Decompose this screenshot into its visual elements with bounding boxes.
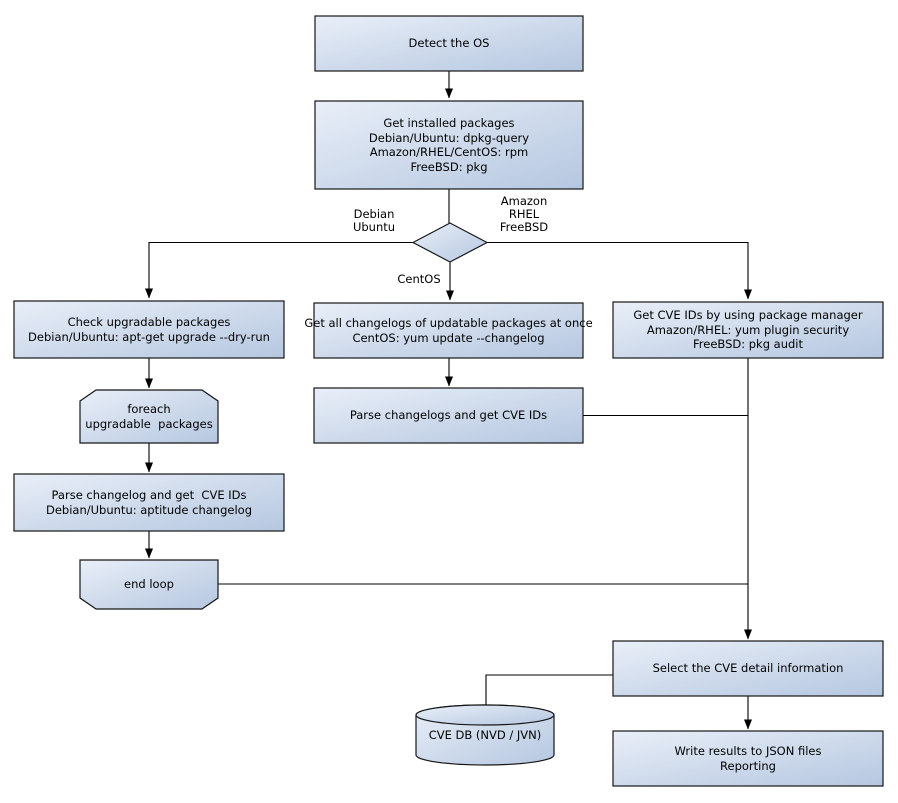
edge-label-centos: CentOS (397, 272, 441, 286)
node-check-upgradable-shape (13, 300, 285, 359)
edge-label-debian-ubuntu: Debian Ubuntu (352, 207, 396, 234)
node-parse-changelog-label: Parse changelog and get CVE IDs Debian/U… (46, 488, 252, 517)
node-end-loop-shape (79, 559, 219, 610)
node-foreach-loop-label: foreach upgradable packages (85, 402, 213, 431)
node-foreach-loop-shape (79, 389, 219, 444)
edge-cvedb-to-select (485, 674, 613, 705)
node-end-loop-label: end loop (124, 577, 174, 592)
node-parse-changelogs-label: Parse changelogs and get CVE IDs (349, 408, 548, 423)
node-write-results-label: Write results to JSON files Reporting (674, 744, 822, 773)
node-write-results-shape (612, 730, 884, 787)
node-cve-db-cylinder-top (415, 704, 555, 726)
node-get-installed-shape (314, 100, 584, 190)
node-select-cve-label: Select the CVE detail information (652, 661, 844, 676)
node-check-upgradable-label: Check upgradable packages Debian/Ubuntu:… (28, 315, 270, 344)
node-detect-os-shape (314, 15, 584, 72)
node-parse-changelogs-shape (313, 387, 584, 444)
node-get-all-changelogs-label: Get all changelogs of updatable packages… (304, 316, 593, 345)
node-cve-db-label: CVE DB (NVD / JVN) (428, 727, 542, 742)
node-get-cve-ids-shape (612, 301, 884, 359)
node-os-decision-diamond (411, 222, 489, 263)
edge-decision-to-get-cve-ids (487, 241, 752, 300)
edge-decision-to-check-upgradable (145, 241, 413, 299)
node-select-cve-shape (612, 640, 884, 697)
edge-label-amazon-rhel-freebsd: Amazon RHEL FreeBSD (499, 194, 549, 234)
node-detect-os-label: Detect the OS (408, 36, 490, 51)
node-get-installed-label: Get installed packages Debian/Ubuntu: dp… (368, 116, 530, 174)
node-parse-changelog-shape (13, 473, 285, 532)
node-get-all-changelogs-shape (313, 302, 584, 359)
node-get-cve-ids-label: Get CVE IDs by using package manager Ama… (633, 308, 863, 352)
